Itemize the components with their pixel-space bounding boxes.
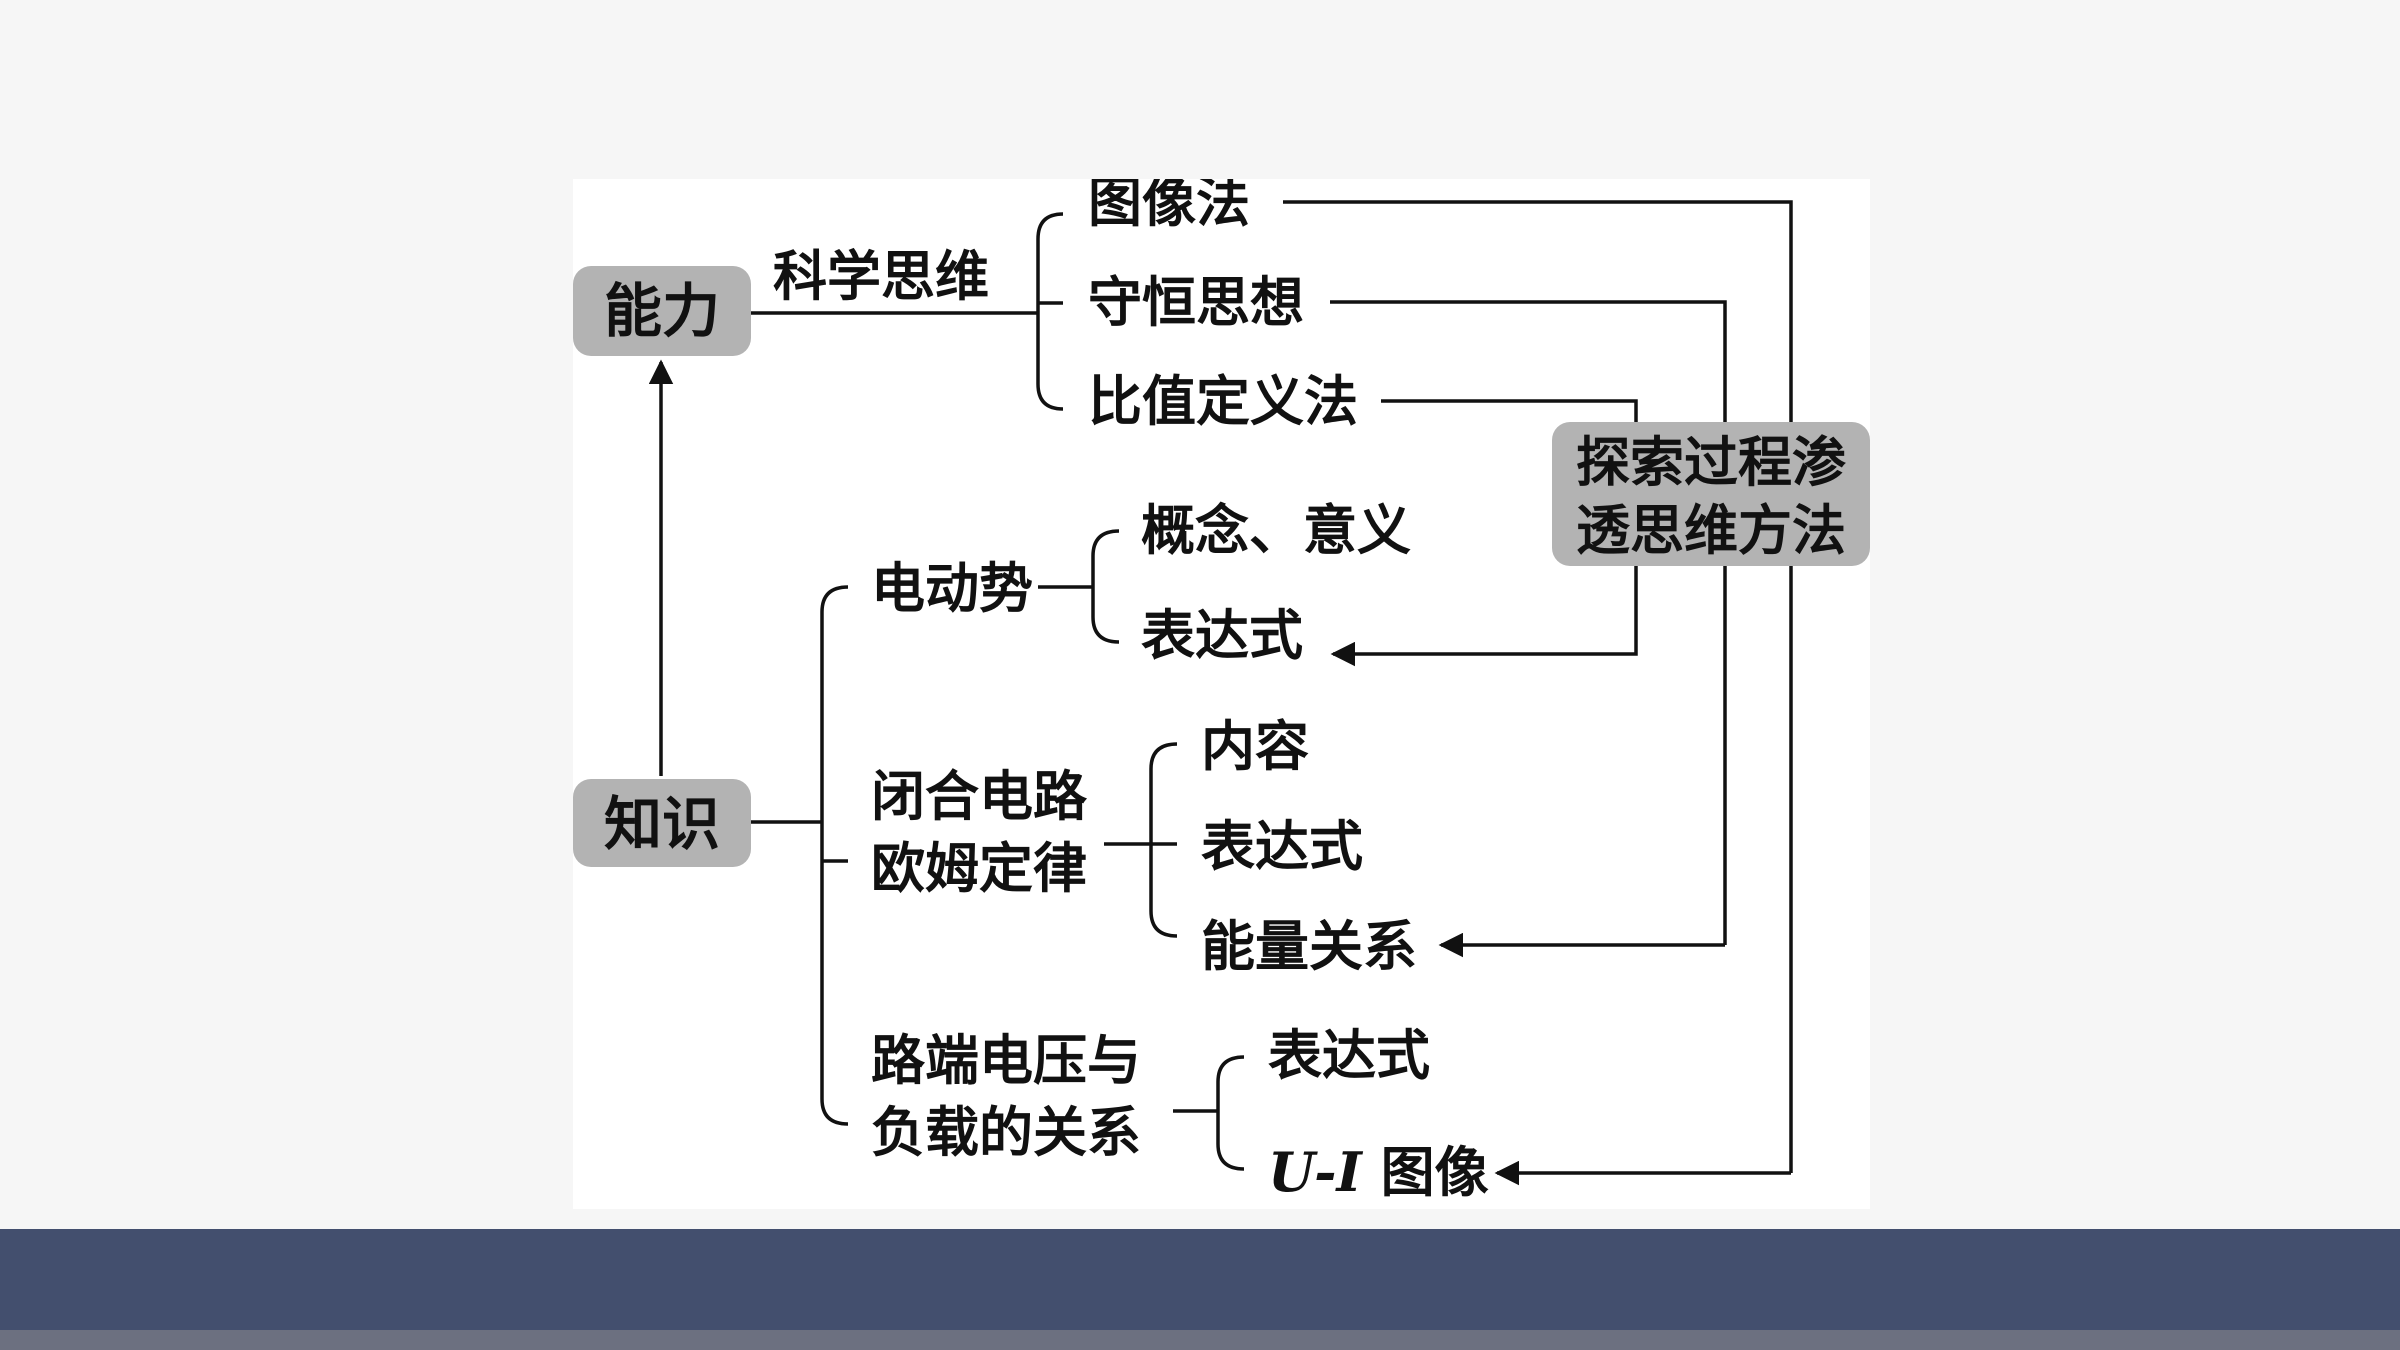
ohm-content-label: 内容 [1201, 715, 1309, 778]
sci-thinking-label: 科学思维 [773, 245, 989, 308]
method-box-line2: 透思维方法 [1576, 499, 1846, 562]
graph-method-label: 图像法 [1088, 179, 1250, 234]
concept-map: 能力 知识 探索过程渗 透思维方法 科学思维 图像法 守恒思想 比值定义法 电动… [573, 179, 1870, 1204]
graph-method-line [1283, 200, 1793, 1173]
thinking-bracket [1036, 212, 1064, 411]
footer-stripe [0, 1330, 2400, 1350]
ohm-expr-label: 表达式 [1201, 815, 1363, 878]
conservation-line [1330, 300, 1727, 945]
ability-box [573, 266, 751, 356]
terminal-label-line1: 路端电压与 [871, 1029, 1141, 1092]
knowledge-box [573, 779, 751, 867]
ratio-def-label: 比值定义法 [1088, 370, 1358, 433]
ui-italic-text: U-I [1268, 1140, 1364, 1204]
terminal-bracket [1216, 1055, 1245, 1171]
footer-bar [0, 1229, 2400, 1330]
diagram-canvas: 能力 知识 探索过程渗 透思维方法 科学思维 图像法 守恒思想 比值定义法 电动… [573, 179, 1870, 1209]
emf-expr-label: 表达式 [1141, 604, 1303, 667]
method-box-line1: 探索过程渗 [1576, 431, 1846, 494]
ability-label: 能力 [604, 277, 720, 345]
conservation-label: 守恒思想 [1088, 271, 1304, 334]
emf-bracket [1091, 529, 1120, 644]
knowledge-label: 知识 [604, 790, 720, 858]
ohm-energy-label: 能量关系 [1201, 915, 1417, 978]
ohm-label-line1: 闭合电路 [871, 765, 1088, 828]
method-box [1552, 422, 1870, 566]
terminal-label-line2: 负载的关系 [871, 1101, 1141, 1164]
knowledge-bracket [820, 585, 849, 1126]
emf-label: 电动势 [871, 557, 1033, 620]
ui-graph-label: U-I 图像 [1268, 1140, 1489, 1204]
ratio-to-emf-expr-line [1330, 566, 1638, 667]
terminal-expr-label: 表达式 [1268, 1024, 1430, 1087]
ui-suffix-text: 图像 [1362, 1141, 1489, 1204]
ratio-def-line [1381, 399, 1638, 422]
ohm-bracket [1149, 742, 1178, 938]
emf-concept-label: 概念、意义 [1141, 499, 1411, 562]
ohm-label-line2: 欧姆定律 [871, 837, 1087, 900]
